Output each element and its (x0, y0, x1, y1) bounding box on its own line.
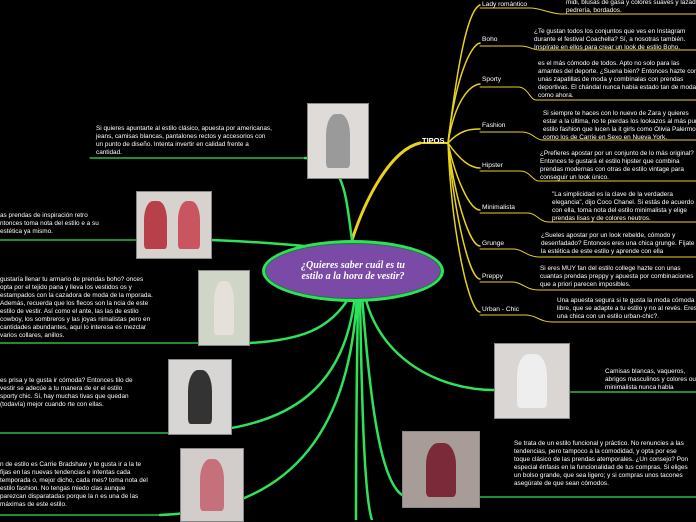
tipo-boho[interactable]: Boho (482, 36, 498, 43)
note-minimalista-right: Camisas blancas, vaqueros, abrigos mascu… (605, 368, 696, 391)
photo-boho (198, 270, 250, 346)
note-fashion-left: n de estilo es Carrie Bradshaw y te gust… (0, 461, 148, 508)
desc-sporty: es el más cómodo de todos. Apto no solo … (538, 60, 696, 99)
tipo-urban-chic[interactable]: Urban - Chic (482, 306, 520, 313)
tipo-sporty[interactable]: Sporty (482, 76, 502, 83)
tipo-minimalista[interactable]: Minimalista (482, 204, 515, 211)
photo-clasico (307, 103, 369, 179)
note-retro: as prendas de inspiración retro ntonces … (0, 212, 99, 235)
tipos-label[interactable]: TIPOS (422, 136, 445, 145)
tipo-hipster[interactable]: Hipster (482, 162, 503, 169)
desc-boho: ¿Te gustan todos los conjuntos que ves e… (534, 28, 686, 51)
central-topic[interactable]: ¿Quieres saber cuál es tu estilo a la ho… (262, 240, 444, 302)
desc-fashion: Si siempre te haces con lo nuevo de Zara… (543, 110, 696, 141)
tipo-grunge[interactable]: Grunge (482, 240, 504, 247)
tipo-fashion[interactable]: Fashion (482, 122, 506, 129)
desc-preppy: Si eres MUY fan del estilo college hazte… (540, 265, 694, 288)
tipo-lady-romantico[interactable]: Lady romántico (482, 1, 528, 8)
desc-lady-romantico: midi, blusas de gasa y colores suaves y … (566, 0, 696, 14)
desc-hipster: ¿Prefieres apostar por un conjunto de lo… (540, 150, 694, 181)
photo-minimalista (494, 343, 570, 419)
desc-urban-chic: Una apuesta segura si te gusta la moda c… (557, 297, 696, 320)
note-urban-right: Se trata de un estilo funcional y prácti… (514, 440, 689, 487)
desc-minimalista: "La simplicidad es la clave de la verdad… (552, 191, 694, 222)
photo-retro (136, 191, 212, 259)
photo-fashion (180, 448, 244, 522)
note-clasico: Si quieres apuntarte al estilo clásico, … (96, 125, 272, 156)
desc-grunge: ¿Sueles apostar por un look rebelde, cóm… (541, 232, 696, 255)
central-topic-title: ¿Quieres saber cuál es tu estilo a la ho… (301, 260, 405, 282)
photo-urban-chic (402, 431, 480, 508)
photo-sporty (168, 359, 232, 435)
note-boho-left: gustaría llenar tu armario de prendas bo… (0, 276, 153, 339)
tipo-preppy[interactable]: Preppy (482, 273, 503, 280)
note-sporty-chic: es prisa y te gusta ir cómoda? Entonces … (0, 377, 133, 408)
